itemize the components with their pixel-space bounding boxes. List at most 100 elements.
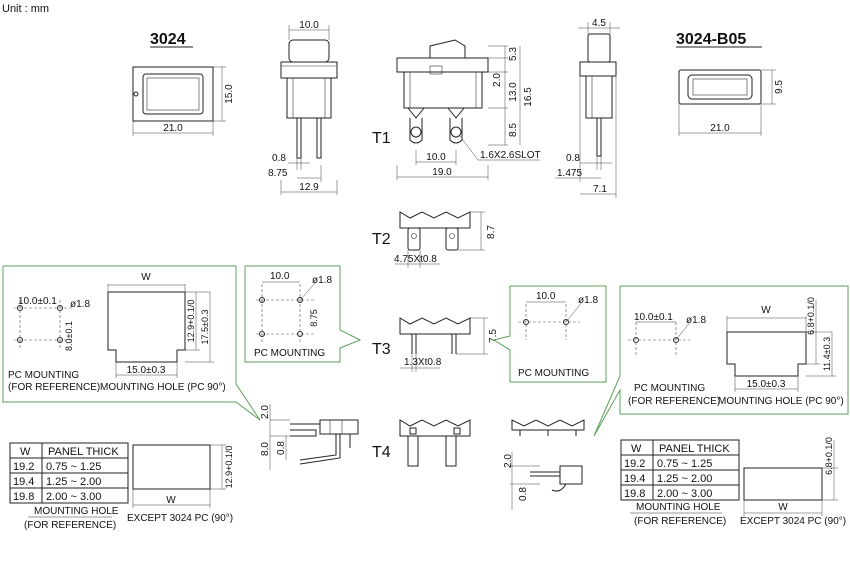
dim-15-0: 15.0 [224, 84, 235, 104]
model-title-3024-b05: 3024-B05 [676, 31, 746, 48]
panel-table-right: W PANEL THICK 19.2 0.75 ~ 1.25 19.4 1.25… [620, 439, 740, 527]
left-box-mounting-hole: W 12.9+0.1/0 17.5±0.3 15.0±0.3 MOUNTING … [100, 272, 226, 393]
left-table-header-thick: PANEL THICK [48, 446, 119, 458]
terminal-t1-label: T1 [372, 130, 391, 147]
dim-9-5: 9.5 [774, 80, 785, 94]
callout-t1-frame [244, 265, 362, 363]
left-table-cell: 2.00 ~ 3.00 [46, 491, 101, 503]
right-for-reference-caption: (FOR REFERENCE) [628, 396, 720, 407]
left-h-17-5: 17.5±0.3 [200, 310, 210, 345]
left-pc-hole: ø1.8 [70, 299, 90, 310]
dim-21-0-left: 21.0 [163, 123, 183, 134]
left-h-12-9: 12.9+0.1/0 [186, 300, 196, 343]
left-mounting-hole-caption: MOUNTING HOLE (PC 90°) [100, 382, 226, 393]
callout-left-frame [2, 265, 261, 421]
unit-label: Unit : mm [2, 3, 49, 15]
right-table-cell: 0.75 ~ 1.25 [657, 458, 712, 470]
right-table-caption2: (FOR REFERENCE) [634, 516, 726, 527]
left-table-caption2: (FOR REFERENCE) [24, 520, 116, 531]
right-mounting-hole-caption: MOUNTING HOLE (PC 90°) [718, 396, 844, 407]
dim-1-3x0-8: 1.3Xt0.8 [404, 357, 442, 368]
t1-box-pc-mounting: 10.0 ø1.8 8.75 PC MOUNTING [254, 271, 332, 359]
callout-right-frame [593, 285, 849, 437]
dim-0-8-t4: 0.8 [276, 441, 287, 455]
dim-2-0-t4: 2.0 [260, 405, 271, 419]
left-table-header-w: W [20, 446, 31, 458]
dim-2-0-a: 2.0 [492, 73, 503, 87]
dim-10-0-top: 10.0 [299, 20, 319, 31]
dim-1-475: 1.475 [557, 168, 582, 179]
left-table-caption1: MOUNTING HOLE [34, 506, 119, 517]
t1-dim-8-75: 8.75 [309, 309, 319, 327]
panel-cutout-left: 12.9+0.1/0 W EXCEPT 3024 PC (90°) [127, 444, 234, 524]
side-view-3024: 10.0 0.8 8.75 12.9 [268, 20, 338, 195]
right-w-15-0: 15.0±0.3 [747, 379, 786, 390]
right-table-cell: 19.2 [624, 458, 645, 470]
left-cutout-w: W [166, 495, 176, 506]
left-table-cell: 19.2 [13, 461, 34, 473]
side-view-3024-b05: 4.5 0.8 1.475 7.1 [555, 18, 620, 198]
right-table-header-thick: PANEL THICK [659, 443, 730, 455]
right-box-pc-mounting: 10.0±0.1 ø1.8 PC MOUNTING (FOR REFERENCE… [628, 312, 720, 407]
front-view-3024-b05: 9.5 21.0 [678, 69, 785, 136]
right-except-caption: EXCEPT 3024 PC (90°) [740, 516, 846, 527]
t4-front-view [399, 419, 471, 467]
dim-0-8-b: 0.8 [566, 153, 580, 164]
panel-table-left: W PANEL THICK 19.2 0.75 ~ 1.25 19.4 1.25… [9, 442, 129, 531]
dim-5-3: 5.3 [508, 47, 519, 61]
right-box-mounting-hole: W 6.8+0.1/0 11.4±0.3 15.0±0.3 MOUNTING H… [718, 297, 844, 407]
dim-0-8-a: 0.8 [272, 153, 286, 164]
dim-19-0: 19.0 [432, 167, 452, 178]
left-w-label: W [141, 272, 151, 283]
t1-rocker-view: 5.3 2.0 13.0 16.5 8.5 10.0 19.0 1.6X2.6S… [396, 39, 541, 180]
dim-8-5: 8.5 [508, 123, 519, 137]
t3-hole: ø1.8 [578, 295, 598, 306]
right-table-header-w: W [631, 443, 642, 455]
right-pc-dim-w: 10.0±0.1 [634, 312, 673, 323]
right-h-6-8: 6.8+0.1/0 [806, 297, 816, 335]
dim-13-0: 13.0 [508, 82, 519, 102]
front-view-3024: 15.0 21.0 [132, 66, 235, 136]
dim-16-5: 16.5 [523, 87, 534, 107]
dim-10-0-t1: 10.0 [426, 152, 446, 163]
left-cutout-h: 12.9+0.1/0 [224, 446, 234, 489]
left-box-pc-mounting: 10.0±0.1 ø1.8 8.0±0.1 PC MOUNTING (FOR R… [8, 296, 100, 393]
left-table-cell: 1.25 ~ 2.00 [46, 476, 101, 488]
model-title-3024: 3024 [150, 31, 186, 48]
dim-8-75-a: 8.75 [268, 168, 288, 179]
left-pc-dim-w: 10.0±0.1 [18, 296, 57, 307]
callout-t3-frame [492, 285, 607, 383]
t1-hole: ø1.8 [312, 275, 332, 286]
right-pc-mounting-caption: PC MOUNTING [634, 383, 705, 394]
left-table-cell: 19.8 [13, 491, 34, 503]
dim-7-5: 7.5 [488, 329, 499, 343]
terminal-t3-label: T3 [372, 341, 391, 358]
panel-cutout-right: 6.8+0.1/0 W EXCEPT 3024 PC (90°) [740, 437, 846, 527]
dim-2-0-t4r: 2.0 [503, 454, 514, 468]
left-for-reference-caption: (FOR REFERENCE) [8, 382, 100, 393]
t3-dim-10: 10.0 [536, 291, 556, 302]
dim-8-7: 8.7 [486, 225, 497, 239]
dim-8-0-t4: 8.0 [260, 442, 271, 456]
t3-box-caption: PC MOUNTING [518, 368, 589, 379]
dim-21-0-right: 21.0 [710, 123, 730, 134]
t4-side-view-right: 2.0 0.8 [503, 452, 583, 510]
terminal-t2-label: T2 [372, 231, 391, 248]
t2-terminal-view: 8.7 4.75Xt0.8 [394, 211, 497, 268]
right-table-caption1: MOUNTING HOLE [636, 502, 721, 513]
right-table-cell: 19.8 [624, 488, 645, 500]
left-pc-dim-h: 8.0±0.1 [64, 321, 74, 351]
terminal-t4-label: T4 [372, 444, 391, 461]
right-h-11-4: 11.4±0.3 [822, 337, 832, 371]
t1-box-caption: PC MOUNTING [254, 348, 325, 359]
dim-7-1: 7.1 [593, 184, 607, 195]
left-table-cell: 19.4 [13, 476, 34, 488]
left-w-15-0: 15.0±0.3 [127, 365, 166, 376]
right-pc-hole: ø1.8 [686, 315, 706, 326]
t3-box-pc-mounting: 10.0 ø1.8 PC MOUNTING [518, 291, 598, 379]
right-table-cell: 19.4 [624, 473, 645, 485]
t4-back-view [511, 419, 585, 436]
dim-12-9: 12.9 [299, 182, 319, 193]
right-cutout-h: 6.8+0.1/0 [824, 437, 834, 475]
